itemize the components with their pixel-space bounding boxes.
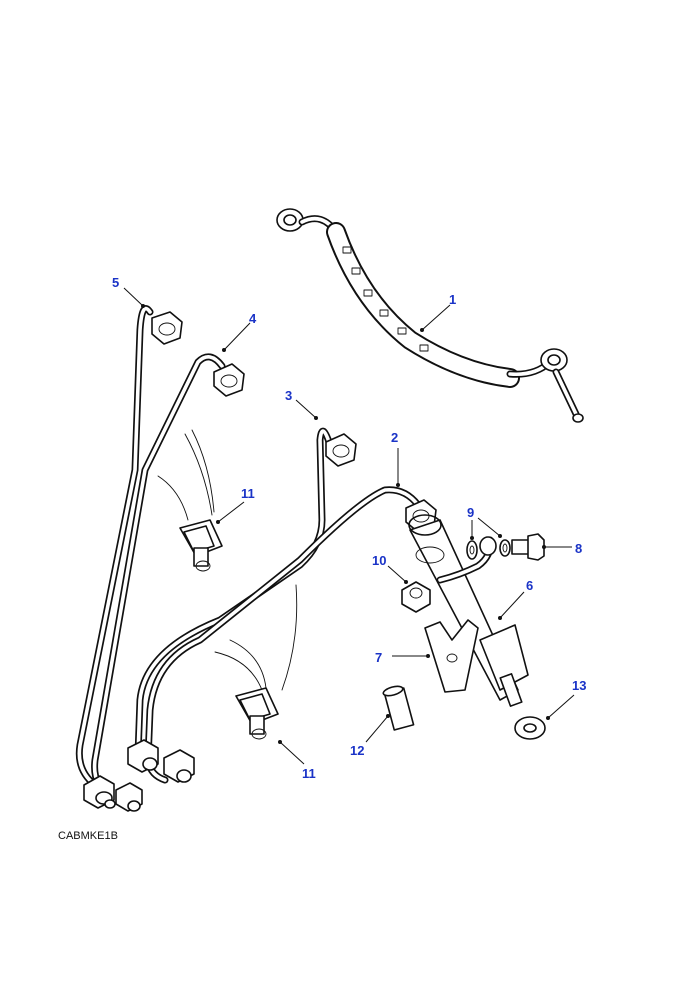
injector-part bbox=[408, 514, 529, 707]
leader-dot-11b bbox=[278, 740, 282, 744]
callout-11-upper: 11 bbox=[241, 486, 255, 501]
leader-9b bbox=[477, 517, 501, 537]
leader-dot-5 bbox=[141, 304, 145, 308]
callout-leaders bbox=[123, 287, 575, 765]
pump-end-nuts bbox=[83, 739, 195, 812]
injector-washer-part bbox=[514, 716, 546, 740]
leader-4 bbox=[223, 322, 251, 351]
callout-13: 13 bbox=[572, 678, 586, 693]
sealing-washers-part bbox=[466, 539, 511, 560]
leader-dot-13 bbox=[546, 716, 550, 720]
callout-9: 9 bbox=[467, 505, 474, 520]
leader-12 bbox=[365, 715, 389, 743]
leader-dot-3 bbox=[314, 416, 318, 420]
leader-dot-10 bbox=[404, 580, 408, 584]
leader-dot-11a bbox=[216, 520, 220, 524]
leader-11b bbox=[279, 741, 305, 765]
callout-12: 12 bbox=[350, 743, 364, 758]
leader-3 bbox=[295, 399, 317, 419]
leader-1 bbox=[421, 304, 451, 331]
injector-leak-off-stub bbox=[436, 536, 497, 584]
leader-5 bbox=[123, 287, 144, 307]
leader-10 bbox=[387, 565, 407, 583]
callout-labels: 1 2 3 4 5 6 7 8 9 10 11 11 12 13 bbox=[112, 275, 586, 781]
leader-dot-6 bbox=[498, 616, 502, 620]
callout-7: 7 bbox=[375, 650, 382, 665]
pipe-clamp-lower-part bbox=[214, 584, 298, 740]
leader-13 bbox=[547, 694, 575, 719]
leader-dot-9b bbox=[498, 534, 502, 538]
leader-dot-12 bbox=[386, 714, 390, 718]
leader-dot-8 bbox=[542, 545, 546, 549]
leader-dot-2 bbox=[396, 483, 400, 487]
callout-11-lower: 11 bbox=[302, 766, 316, 781]
callout-6: 6 bbox=[526, 578, 533, 593]
clamp-plate-part bbox=[424, 619, 479, 693]
callout-1: 1 bbox=[449, 292, 456, 307]
leader-dot-4 bbox=[222, 348, 226, 352]
leader-dot-1 bbox=[420, 328, 424, 332]
pipe-clamp-upper-part bbox=[157, 429, 223, 572]
callout-5: 5 bbox=[112, 275, 119, 290]
leader-dot-7 bbox=[426, 654, 430, 658]
banjo-bolt-part bbox=[511, 533, 545, 561]
nut-part bbox=[401, 581, 431, 613]
dowel-part bbox=[382, 685, 415, 731]
callout-2: 2 bbox=[391, 430, 398, 445]
leader-dot-9a bbox=[470, 536, 474, 540]
leader-11a bbox=[217, 501, 245, 523]
callout-4: 4 bbox=[249, 311, 257, 326]
callout-3: 3 bbox=[285, 388, 292, 403]
callout-10: 10 bbox=[372, 553, 386, 568]
callout-8: 8 bbox=[575, 541, 582, 556]
leak-off-hose-part bbox=[276, 208, 584, 423]
leader-6 bbox=[499, 591, 525, 619]
injector-pipe-5-part bbox=[75, 305, 183, 789]
diagram-reference-code: CABMKE1B bbox=[58, 830, 118, 842]
